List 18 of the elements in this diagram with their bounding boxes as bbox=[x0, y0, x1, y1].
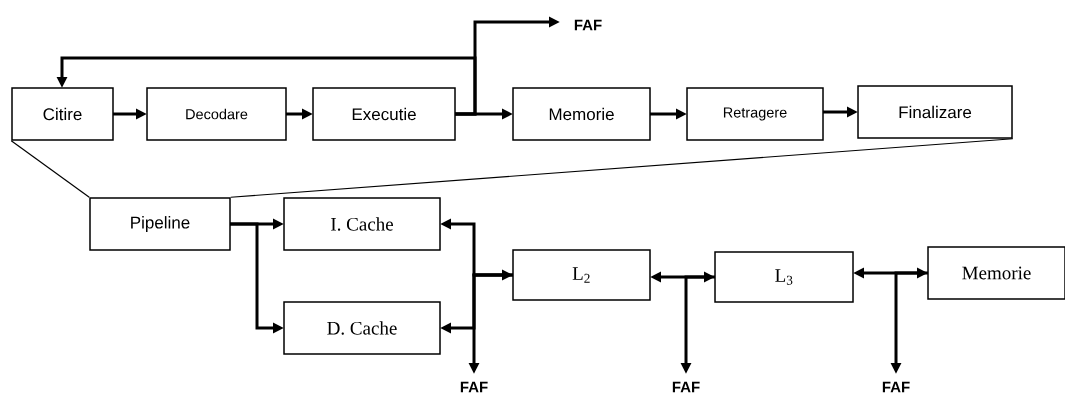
process-box: D. Cache bbox=[283, 301, 441, 355]
process-box: L$_{2}$ bbox=[512, 249, 651, 301]
process-box: I. Cache bbox=[283, 197, 441, 251]
process-box: Pipeline bbox=[89, 197, 231, 251]
process-box: Citire bbox=[11, 87, 114, 141]
output-label: FAF bbox=[672, 381, 700, 393]
output-label: FAF bbox=[460, 381, 488, 393]
process-box: Memorie bbox=[927, 246, 1065, 300]
process-box: Finalizare bbox=[857, 85, 1013, 139]
process-box: Memorie bbox=[512, 87, 651, 141]
process-box: L$_{3}$ bbox=[714, 251, 854, 303]
output-label: FAF bbox=[574, 19, 602, 31]
connector-line bbox=[230, 138, 1014, 198]
process-box: Executie bbox=[312, 87, 456, 141]
output-label: FAF bbox=[882, 381, 910, 393]
connector-line bbox=[10, 140, 90, 198]
process-box: Decodare bbox=[146, 87, 287, 141]
process-box: Retragere bbox=[686, 87, 824, 141]
